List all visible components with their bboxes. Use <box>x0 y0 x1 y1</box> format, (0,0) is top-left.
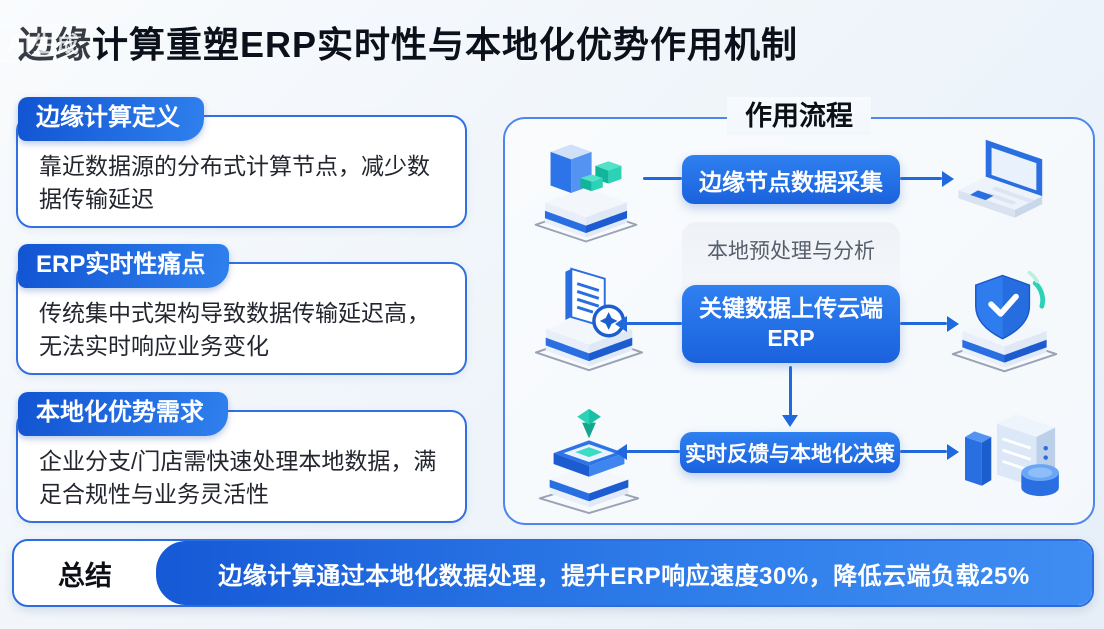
connector-line <box>626 450 680 453</box>
summary-label: 总结 <box>58 560 112 591</box>
report-document-icon <box>534 267 644 372</box>
flow-step-edge-collection: 边缘节点数据采集 <box>682 155 900 204</box>
edge-node-device-icon <box>534 144 638 243</box>
card-body-text: 靠近数据源的分布式计算节点，减少数据传输延迟 <box>16 115 467 228</box>
card-body-text: 企业分支/门店需快速处理本地数据，满足合规性与业务灵活性 <box>16 410 467 523</box>
card-erp-painpoint: ERP实时性痛点 传统集中式架构导致数据传输延迟高，无法实时响应业务变化 <box>16 244 467 377</box>
summary-banner: 边缘计算通过本地化数据处理，提升ERP响应速度30%，降低云端负载25% 总结 <box>12 539 1094 607</box>
arrow-right-icon <box>947 316 959 332</box>
page-title: 边缘计算重塑ERP实时性与本地化优势作用机制 <box>18 24 799 65</box>
flow-panel-title: 作用流程 <box>727 97 871 135</box>
connector-line <box>900 177 942 180</box>
arrow-right-icon <box>942 171 954 187</box>
connector-line-vertical <box>789 366 792 416</box>
connector-line <box>643 177 682 180</box>
card-edge-definition: 边缘计算定义 靠近数据源的分布式计算节点，减少数据传输延迟 <box>16 97 467 230</box>
card-badge: 边缘计算定义 <box>18 97 204 141</box>
connector-line <box>626 322 682 325</box>
flow-step-upload-cloud-erp: 关键数据上传云端ERP <box>682 285 900 363</box>
card-localization-need: 本地化优势需求 企业分支/门店需快速处理本地数据，满足合规性与业务灵活性 <box>16 392 467 525</box>
arrow-left-icon <box>615 316 627 332</box>
card-body-text: 传统集中式架构导致数据传输延迟高，无法实时响应业务变化 <box>16 262 467 375</box>
connector-line <box>900 450 947 453</box>
arrow-right-icon <box>947 444 959 460</box>
arrow-down-icon <box>782 415 798 427</box>
arrow-left-icon <box>615 444 627 460</box>
connector-line <box>900 322 947 325</box>
card-badge: 本地化优势需求 <box>18 392 228 436</box>
location-stack-icon <box>538 408 640 515</box>
summary-text: 边缘计算通过本地化数据处理，提升ERP响应速度30%，降低云端负载25% <box>156 541 1092 605</box>
security-shield-icon <box>951 270 1058 373</box>
laptop-icon <box>958 139 1043 218</box>
flow-step-realtime-feedback: 实时反馈与本地化决策 <box>680 432 900 473</box>
database-server-icon <box>965 414 1059 497</box>
card-badge: ERP实时性痛点 <box>18 244 230 288</box>
ai-watermark: AI生成 <box>0 24 93 62</box>
flow-panel: 作用流程 <box>503 97 1095 525</box>
